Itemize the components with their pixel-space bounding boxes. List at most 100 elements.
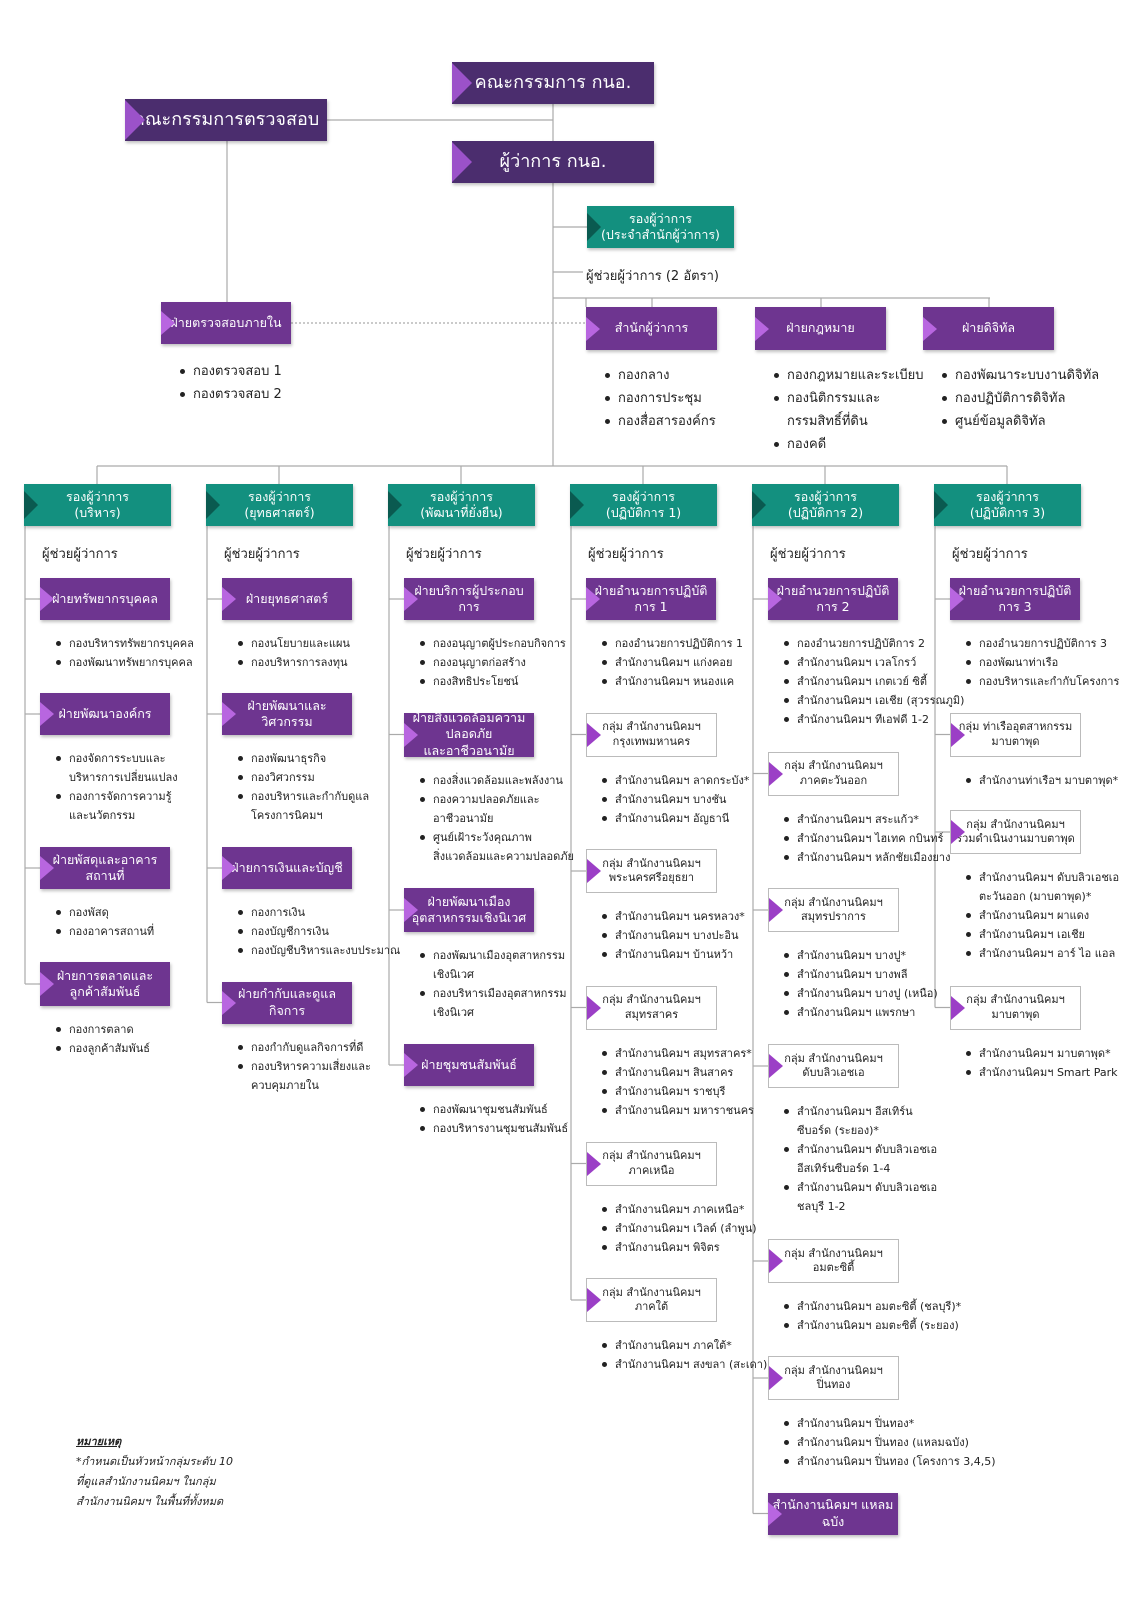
office-group-box[interactable]: กลุ่ม สำนักงานนิคมฯสมุทรปราการ	[768, 888, 899, 932]
department-box[interactable]: ฝ่ายการเงินและบัญชี	[222, 847, 352, 889]
box-label: ฝ่ายพัฒนาองค์กร	[58, 705, 152, 721]
box-label: ฝ่ายอำนวยการปฏิบัติการ 3	[958, 582, 1072, 614]
department-box[interactable]: ฝ่ายทรัพยากรบุคคล	[40, 578, 170, 620]
legal-dept-list: กองกฎหมายและระเบียบกองนิติกรรมและกรรมสิท…	[772, 364, 924, 456]
department-box[interactable]: ฝ่ายชุมชนสัมพันธ์	[404, 1044, 534, 1086]
box-label: ฝ่ายพัสดุและอาคารสถานที่	[52, 851, 158, 883]
box-label: สำนักงานนิคมฯ แหลมฉบัง	[772, 1497, 894, 1529]
list-item: สำนักงานนิคมฯ บางชัน	[600, 790, 749, 809]
governor-box[interactable]: ผู้ว่าการ กนอ.	[452, 141, 654, 183]
office-group-box[interactable]: กลุ่ม สำนักงานนิคมฯภาคตะวันออก	[768, 751, 899, 796]
deputy-strategy-box[interactable]: รองผู้ว่าการ(ยุทธศาสตร์)	[206, 484, 353, 526]
list-item: กองอนุญาตก่อสร้าง	[418, 653, 566, 672]
assistant-governor-label: ผู้ช่วยผู้ว่าการ (2 อัตรา)	[586, 269, 719, 284]
deputy-operations-1-box[interactable]: รองผู้ว่าการ(ปฏิบัติการ 1)	[570, 484, 717, 526]
internal-audit-box[interactable]: ฝ่ายตรวจสอบภายใน	[161, 302, 291, 344]
list-item: สำนักงานนิคมฯ อมตะซิตี้ (ระยอง)	[782, 1316, 961, 1335]
list-item: กองกฎหมายและระเบียบ	[772, 364, 924, 387]
list-item: กองความปลอดภัยและอาชีวอนามัย	[418, 790, 574, 828]
board-box[interactable]: คณะกรรมการ กนอ.	[452, 62, 654, 104]
list-item: กองอำนวยการปฏิบัติการ 3	[964, 634, 1119, 653]
list-item: กองบริหารความเสี่ยงและควบคุมภายใน	[236, 1057, 371, 1095]
deputy-operations-3-box[interactable]: รองผู้ว่าการ(ปฏิบัติการ 3)	[934, 484, 1081, 526]
box-label: ฝ่ายชุมชนสัมพันธ์	[421, 1056, 517, 1072]
deputy-admin-box[interactable]: รองผู้ว่าการ(บริหาร)	[24, 484, 171, 526]
list-item: กองพัฒนาระบบงานดิจิทัล	[940, 364, 1099, 387]
office-group-box[interactable]: กลุ่ม สำนักงานนิคมฯปิ่นทอง	[768, 1356, 899, 1400]
footnote: หมายเหตุ *กำหนดเป็นหัวหน้ากลุ่มระดับ 10 …	[76, 1432, 233, 1512]
office-group-box[interactable]: กลุ่ม สำนักงานนิคมฯภาคใต้	[586, 1278, 717, 1322]
list-item: สำนักงานนิคมฯ ปิ่นทอง (โครงการ 3,4,5)	[782, 1452, 996, 1471]
list-item: สำนักงานนิคมฯ เวิลด์ (ลำพูน)	[600, 1219, 757, 1238]
governor-office-box[interactable]: สำนักผู้ว่าการ	[586, 307, 717, 350]
department-box[interactable]: ฝ่ายสิ่งแวดล้อมความปลอดภัยและอาชีวอนามัย	[404, 710, 534, 758]
footnote-line: สำนักงานนิคมฯ ในพื้นที่ทั้งหมด	[76, 1495, 224, 1508]
department-box[interactable]: ฝ่ายอำนวยการปฏิบัติการ 2	[768, 578, 898, 620]
department-box[interactable]: ฝ่ายพัสดุและอาคารสถานที่	[40, 847, 170, 889]
office-group-box[interactable]: กลุ่ม สำนักงานนิคมฯสมุทรสาคร	[586, 985, 717, 1030]
governor-label: ผู้ว่าการ กนอ.	[499, 151, 607, 173]
office-group-box[interactable]: กลุ่ม สำนักงานนิคมฯกรุงเทพมหานคร	[586, 712, 717, 757]
box-label: สำนักผู้ว่าการ	[614, 320, 689, 336]
department-box[interactable]: ฝ่ายการตลาดและลูกค้าสัมพันธ์	[40, 962, 170, 1006]
list-item: สำนักงานนิคมฯ อีสเทิร์นซีบอร์ด (ระยอง)*	[782, 1102, 937, 1140]
unit-item-list: สำนักงานนิคมฯ มาบตาพุด*สำนักงานนิคมฯ Sma…	[964, 1044, 1117, 1082]
department-box[interactable]: ฝ่ายพัฒนาเมืองอุตสาหกรรมเชิงนิเวศ	[404, 888, 534, 932]
list-item: กองอนุญาตผู้ประกอบกิจการ	[418, 634, 566, 653]
office-group-box[interactable]: กลุ่ม สำนักงานนิคมฯมาบตาพุด	[950, 985, 1081, 1030]
unit-item-list: กองพัฒนาเมืองอุตสาหกรรมเชิงนิเวศกองบริหา…	[418, 946, 566, 1022]
list-item: สำนักงานนิคมฯ เกตเวย์ ซิตี้	[782, 672, 964, 691]
unit-item-list: กองอนุญาตผู้ประกอบกิจการกองอนุญาตก่อสร้า…	[418, 634, 566, 691]
department-box[interactable]: ฝ่ายบริการผู้ประกอบการ	[404, 578, 534, 620]
list-item: สำนักงานนิคมฯ Smart Park	[964, 1063, 1117, 1082]
department-box[interactable]: ฝ่ายยุทธศาสตร์	[222, 578, 352, 620]
list-item: สำนักงานนิคมฯ ดับบลิวเอชเอชลบุรี 1-2	[782, 1178, 937, 1216]
list-item: สำนักงานนิคมฯ ภาคใต้*	[600, 1336, 767, 1355]
list-item: กองสิ่งแวดล้อมและพลังงาน	[418, 771, 574, 790]
office-group-box[interactable]: กลุ่ม ท่าเรืออุตสาหกรรมมาบตาพุด	[950, 712, 1081, 757]
department-box[interactable]: ฝ่ายกำกับและดูแลกิจการ	[222, 981, 352, 1024]
office-group-box[interactable]: กลุ่ม สำนักงานนิคมฯภาคเหนือ	[586, 1141, 717, 1186]
department-box[interactable]: ฝ่ายอำนวยการปฏิบัติการ 3	[950, 578, 1080, 620]
legal-dept-box[interactable]: ฝ่ายกฎหมาย	[755, 307, 886, 350]
list-item: กองอาคารสถานที่	[54, 922, 154, 941]
list-item: กองตรวจสอบ 1	[178, 360, 282, 383]
deputy-operations-2-box[interactable]: รองผู้ว่าการ(ปฏิบัติการ 2)	[752, 484, 899, 526]
box-label: กลุ่ม สำนักงานนิคมฯภาคเหนือ	[602, 1149, 701, 1177]
list-item: กองการตลาด	[54, 1020, 150, 1039]
list-item: สำนักงานนิคมฯ ลาดกระบัง*	[600, 771, 749, 790]
list-item: สำนักงานนิคมฯ เอเชีย	[964, 925, 1119, 944]
list-item: สำนักงานนิคมฯ บางปู*	[782, 946, 938, 965]
list-item: กองพัสดุ	[54, 903, 154, 922]
governor-office-list: กองกลางกองการประชุมกองสื่อสารองค์กร	[603, 364, 716, 433]
deputy-governor-office-box[interactable]: รองผู้ว่าการ(ประจำสำนักผู้ว่าการ)	[587, 206, 734, 248]
office-group-box[interactable]: กลุ่ม สำนักงานนิคมฯพระนครศรีอยุธยา	[586, 849, 717, 893]
assistant-governor-label: ผู้ช่วยผู้ว่าการ	[770, 547, 846, 562]
box-label: ฝ่ายการเงินและบัญชี	[231, 859, 343, 875]
deputy-sustainability-box[interactable]: รองผู้ว่าการ(พัฒนาที่ยั่งยืน)	[388, 484, 535, 526]
department-box[interactable]: ฝ่ายพัฒนาและวิศวกรรม	[222, 693, 352, 735]
audit-committee-box[interactable]: คณะกรรมการตรวจสอบ	[125, 99, 327, 141]
list-item: สำนักงานนิคมฯ หลักชัยเมืองยาง	[782, 848, 950, 867]
list-item: สำนักงานนิคมฯ เวลโกรว์	[782, 653, 964, 672]
department-box[interactable]: สำนักงานนิคมฯ แหลมฉบัง	[768, 1492, 898, 1535]
office-group-box[interactable]: กลุ่ม สำนักงานนิคมฯดับบลิวเอชเอ	[768, 1044, 899, 1088]
list-item: สำนักงานนิคมฯ หนองแค	[600, 672, 743, 691]
office-group-box[interactable]: กลุ่ม สำนักงานนิคมฯร่วมดำเนินงานมาบตาพุด	[950, 810, 1081, 854]
unit-item-list: กองนโยบายและแผนกองบริหารการลงทุน	[236, 634, 350, 672]
list-item: สำนักงานนิคมฯ ปิ่นทอง*	[782, 1414, 996, 1433]
box-label: ฝ่ายยุทธศาสตร์	[245, 590, 329, 606]
list-item: กองสิทธิประโยชน์	[418, 672, 566, 691]
box-label: ฝ่ายกฎหมาย	[786, 320, 855, 336]
list-item: กองบัญชีบริหารและงบประมาณ	[236, 941, 400, 960]
box-label: ฝ่ายดิจิทัล	[961, 320, 1015, 336]
assistant-governor-label: ผู้ช่วยผู้ว่าการ	[952, 547, 1028, 562]
office-group-box[interactable]: กลุ่ม สำนักงานนิคมฯอมตะซิตี้	[768, 1239, 899, 1283]
box-label: ฝ่ายทรัพยากรบุคคล	[52, 590, 158, 606]
box-label: กลุ่ม ท่าเรืออุตสาหกรรมมาบตาพุด	[958, 720, 1073, 748]
department-box[interactable]: ฝ่ายพัฒนาองค์กร	[40, 693, 170, 735]
list-item: กองบริหารและกำกับดูแลโครงการนิคมฯ	[236, 787, 369, 825]
department-box[interactable]: ฝ่ายอำนวยการปฏิบัติการ 1	[586, 578, 716, 620]
digital-dept-box[interactable]: ฝ่ายดิจิทัล	[923, 307, 1054, 350]
